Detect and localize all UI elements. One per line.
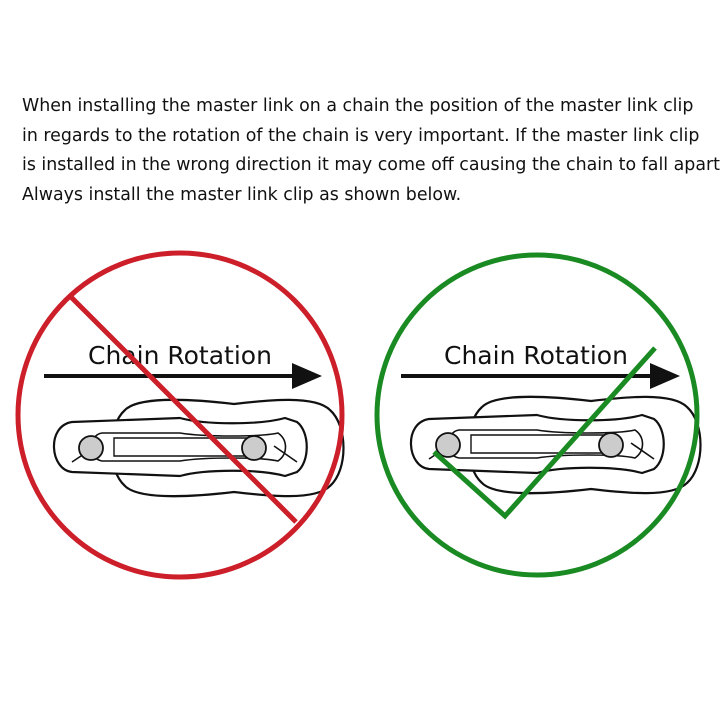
left-arrow-head-icon	[292, 363, 322, 389]
check-mark-icon	[432, 346, 657, 520]
right-chain-rotation-label: Chain Rotation	[444, 341, 628, 370]
prohibition-circle-icon	[15, 250, 345, 580]
instruction-line-1: When installing the master link on a cha…	[22, 96, 694, 116]
right-chain-link-icon	[409, 395, 702, 495]
prohibition-slash-icon	[68, 294, 298, 524]
incorrect-installation-panel: Chain Rotation	[15, 250, 345, 580]
instruction-line-3: is installed in the wrong direction it m…	[22, 155, 720, 175]
instruction-line-2: in regards to the rotation of the chain …	[22, 125, 700, 146]
check-circle-icon	[374, 252, 700, 578]
instruction-line-4: Always install the master link clip as s…	[22, 184, 462, 205]
correct-installation-panel: Chain Rotation	[374, 252, 702, 578]
right-arrow-head-icon	[650, 363, 680, 389]
left-chain-link-icon	[52, 398, 345, 498]
left-chain-rotation-label: Chain Rotation	[88, 341, 272, 370]
instruction-text: When installing the master link on a cha…	[22, 92, 720, 210]
